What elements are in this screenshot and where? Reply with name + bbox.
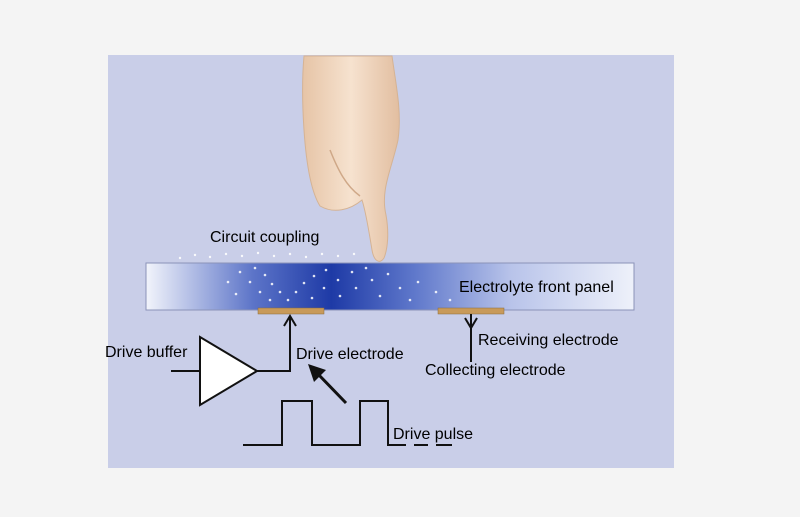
circuit-coupling-label: Circuit coupling <box>210 229 320 246</box>
drive-electrode <box>257 307 325 315</box>
drive-electrode-label: Drive electrode <box>296 346 404 363</box>
hand-icon <box>302 55 400 262</box>
collecting-electrode-label: Collecting electrode <box>425 362 566 379</box>
electrolyte-front-panel-label: Electrolyte front panel <box>459 279 614 296</box>
receiving-electrode-label: Receiving electrode <box>478 332 619 349</box>
drive-buffer-triangle <box>199 335 259 407</box>
drive-pulse-waveform <box>243 400 406 446</box>
coupling-field <box>226 266 452 302</box>
drive-electrode-arrowhead <box>283 314 297 327</box>
collecting-electrode <box>437 307 505 315</box>
buffer-output-wire <box>257 318 291 372</box>
drive-buffer-label: Drive buffer <box>105 344 188 361</box>
pulse-arrow-shaft <box>315 371 348 405</box>
coupling-dots-above <box>178 251 356 260</box>
drive-pulse-label: Drive pulse <box>393 426 474 443</box>
pulse-arrow-head <box>308 364 326 382</box>
electrolyte-front-panel <box>145 262 635 311</box>
receiving-arrowhead <box>464 317 478 330</box>
